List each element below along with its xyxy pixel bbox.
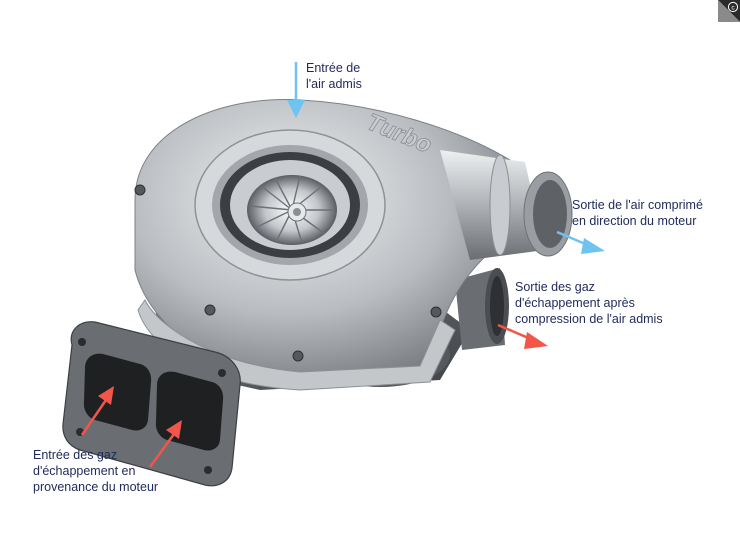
label-line: l'air admis bbox=[306, 77, 362, 91]
label-line: d'échappement après bbox=[515, 296, 635, 310]
label-line: Entrée de bbox=[306, 61, 361, 75]
exhaust-port-1 bbox=[83, 353, 152, 431]
exhaust-inlet-flange bbox=[62, 321, 241, 487]
compressed-air-outlet-pipe bbox=[440, 150, 573, 260]
label-line: en direction du moteur bbox=[572, 214, 697, 228]
label-compressed-air-outlet: Sortie de l'air comprimé en direction du… bbox=[572, 197, 703, 229]
exhaust-outlet-arrow bbox=[497, 323, 548, 349]
svg-text:c: c bbox=[731, 4, 735, 11]
compressed-air-outlet-arrow bbox=[556, 230, 605, 254]
label-exhaust-inlet: Entrée des gaz d'échappement en provenan… bbox=[33, 447, 158, 495]
label-line: Sortie de l'air comprimé bbox=[572, 198, 703, 212]
exhaust-inlet-arrow-1 bbox=[80, 386, 114, 436]
exhaust-inlet-arrow-2 bbox=[148, 420, 182, 468]
air-inlet-arrow bbox=[287, 62, 305, 118]
label-line: provenance du moteur bbox=[33, 480, 159, 494]
exhaust-outlet-port bbox=[455, 268, 509, 350]
copyright-icon: c bbox=[718, 0, 740, 22]
label-air-inlet: Entrée de l'air admis bbox=[306, 60, 362, 92]
label-exhaust-outlet: Sortie des gaz d'échappement après compr… bbox=[515, 279, 663, 327]
label-line: Sortie des gaz bbox=[515, 280, 595, 294]
compressor-inlet bbox=[194, 129, 386, 281]
exhaust-port-2 bbox=[155, 371, 224, 451]
label-line: Entrée des gaz bbox=[33, 448, 118, 462]
label-line: d'échappement en bbox=[33, 464, 136, 478]
housing-bolts bbox=[134, 184, 442, 362]
label-line: compression de l'air admis bbox=[515, 312, 663, 326]
